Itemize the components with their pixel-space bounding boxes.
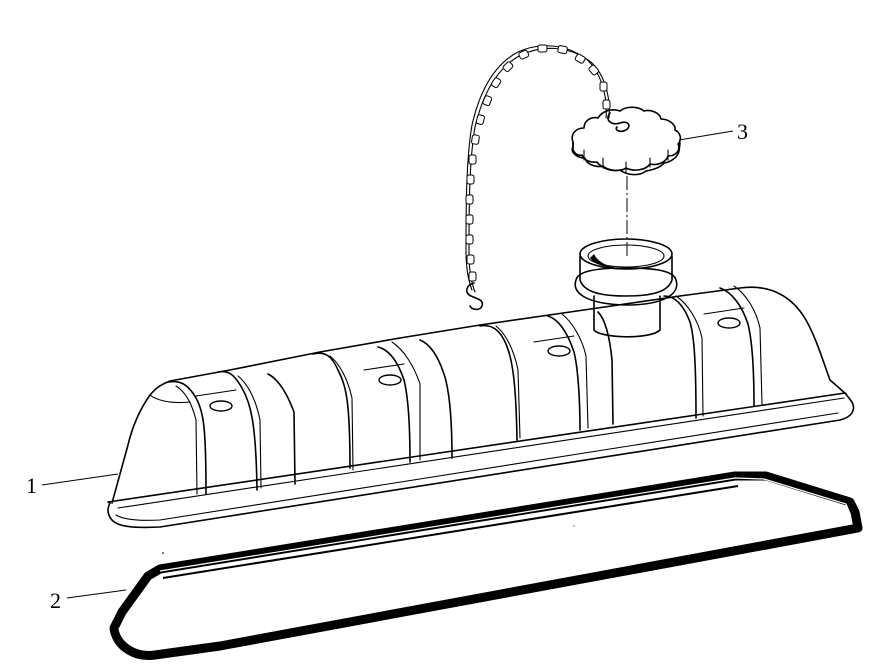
chain-links xyxy=(465,44,611,282)
bolt-hole-icon xyxy=(717,317,741,329)
bolt-hole-icon xyxy=(209,400,233,412)
callout-3-leader xyxy=(678,130,734,141)
callout-2-leader xyxy=(66,589,127,599)
bolt-hole-icon xyxy=(378,374,402,386)
callout-1-number: 1 xyxy=(26,473,37,498)
callout-3-number: 3 xyxy=(737,119,748,144)
callout-2-number: 2 xyxy=(50,588,61,613)
oil-filler-neck xyxy=(574,238,678,338)
callout-1-leader xyxy=(41,473,119,486)
cover-ribs xyxy=(167,285,763,495)
oil-filler-cap xyxy=(571,106,682,176)
s-hook-icon xyxy=(465,282,484,311)
valve-cover-gasket xyxy=(109,471,863,660)
retaining-chain xyxy=(465,44,611,311)
bolt-hole-icon xyxy=(547,345,571,357)
bolt-holes xyxy=(209,317,741,412)
valve-cover xyxy=(107,238,855,529)
